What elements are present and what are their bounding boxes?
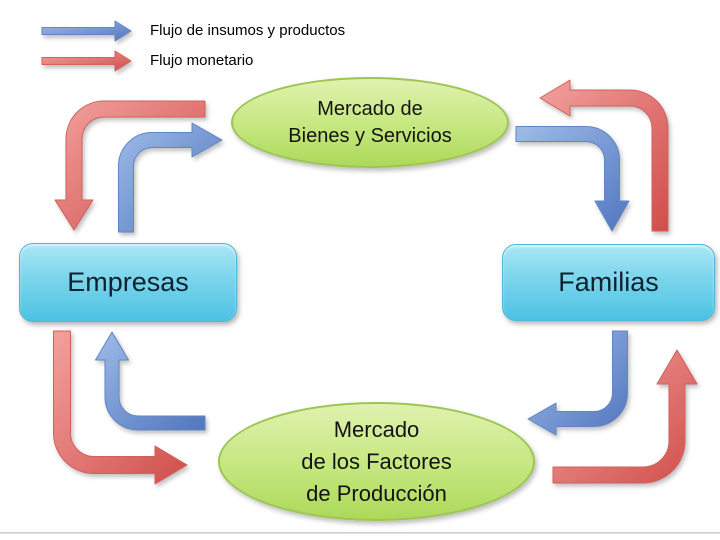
node-empresas: Empresas <box>19 243 237 322</box>
node-mercado-factores-produccion: Mercado de los Factores de Producción <box>218 402 535 521</box>
flow-arrow-money-factorsmarket-to-familias <box>552 349 698 484</box>
node-familias: Familias <box>502 244 715 321</box>
flow-arrow-money-goodsmarket-to-empresas <box>54 100 206 231</box>
slide-bottom-border <box>0 532 720 534</box>
flow-arrow-money-familias-to-goodsmarket <box>539 79 669 232</box>
flow-arrow-goods-familias-to-factorsmarket <box>527 330 628 436</box>
legend-label-monetario: Flujo monetario <box>150 52 254 69</box>
legend-label-insumos: Flujo de insumos y productos <box>150 22 346 39</box>
flow-arrow-legend-goods-arrow <box>41 20 132 42</box>
flow-arrow-goods-factorsmarket-to-empresas <box>95 331 206 431</box>
node-mercado-bienes-servicios: Mercado de Bienes y Servicios <box>231 77 509 168</box>
flow-arrow-goods-empresas-to-goodsmarket <box>118 122 223 233</box>
flow-arrow-goods-goodsmarket-to-familias <box>515 126 630 232</box>
flow-arrow-money-empresas-to-factorsmarket <box>53 330 188 485</box>
flow-arrow-legend-money-arrow <box>41 50 132 72</box>
